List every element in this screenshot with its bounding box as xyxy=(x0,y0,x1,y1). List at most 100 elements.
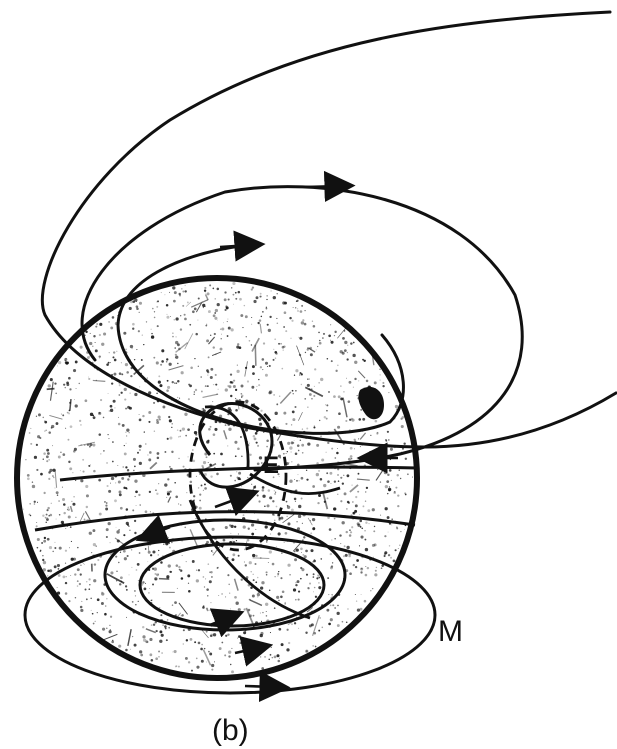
globe-speckle xyxy=(239,642,241,644)
globe-speckle xyxy=(36,525,38,527)
globe-speckle xyxy=(158,381,161,384)
globe-speckle xyxy=(273,296,276,299)
globe-speckle xyxy=(370,435,371,436)
globe-speckle xyxy=(224,309,226,311)
globe-speckle xyxy=(359,514,360,515)
globe-speckle xyxy=(194,358,195,359)
globe-speckle xyxy=(183,643,184,644)
globe-speckle xyxy=(199,494,201,496)
globe-speckle xyxy=(132,636,133,637)
globe-speckle xyxy=(308,378,310,380)
globe-speckle xyxy=(374,573,377,576)
globe-speckle xyxy=(297,308,298,309)
globe-speckle xyxy=(206,369,209,372)
globe-speckle xyxy=(397,494,399,496)
globe-speckle xyxy=(192,560,195,563)
globe-speckle xyxy=(142,415,144,417)
globe-speckle xyxy=(258,652,259,653)
globe-speckle xyxy=(67,506,69,508)
globe-speckle xyxy=(195,389,197,391)
globe-speckle xyxy=(34,503,36,505)
globe-speckle xyxy=(280,577,282,579)
globe-speckle xyxy=(138,330,140,332)
globe-speckle xyxy=(54,382,56,384)
globe-speckle xyxy=(328,334,331,337)
globe-speckle xyxy=(60,452,61,453)
globe-speckle xyxy=(48,478,50,480)
globe-speckle xyxy=(208,651,210,653)
globe-speckle xyxy=(53,477,55,479)
globe-speckle xyxy=(257,596,258,597)
globe-speckle xyxy=(125,363,128,366)
globe-speckle xyxy=(65,358,66,359)
globe-speckle xyxy=(284,302,287,305)
globe-speckle xyxy=(132,328,134,330)
globe-speckle xyxy=(48,431,51,434)
globe-speckle xyxy=(287,516,288,517)
globe-speckle xyxy=(180,315,181,316)
globe-speckle xyxy=(80,609,83,612)
globe-speckle xyxy=(389,392,390,393)
globe-speckle xyxy=(404,492,406,494)
globe-speckle xyxy=(166,497,167,498)
globe-speckle xyxy=(180,504,182,506)
globe-speckle xyxy=(278,343,280,345)
globe-speckle xyxy=(113,400,116,403)
globe-speckle xyxy=(167,619,169,621)
globe-speckle xyxy=(292,442,294,444)
globe-speckle xyxy=(356,601,357,602)
globe-speckle xyxy=(62,487,63,488)
globe-speckle xyxy=(245,564,247,566)
globe-speckle xyxy=(314,587,316,589)
globe-speckle xyxy=(249,561,252,564)
globe-speckle xyxy=(298,450,300,452)
globe-speckle xyxy=(58,574,61,577)
globe-speckle xyxy=(123,487,125,489)
globe-speckle xyxy=(156,306,158,308)
globe-speckle xyxy=(274,338,276,340)
globe-speckle xyxy=(136,349,137,350)
globe-speckle xyxy=(206,588,209,591)
globe-speckle xyxy=(130,345,133,348)
globe-speckle xyxy=(132,323,135,326)
globe-speckle xyxy=(158,656,159,657)
globe-speckle xyxy=(82,481,83,482)
globe-speckle xyxy=(227,335,229,337)
globe-speckle xyxy=(229,385,232,388)
globe-speckle xyxy=(109,625,110,626)
globe-speckle xyxy=(80,565,81,566)
globe-speckle xyxy=(166,389,169,392)
globe-speckle xyxy=(247,477,248,478)
globe-speckle xyxy=(109,630,112,633)
globe-speckle xyxy=(291,320,293,322)
globe-speckle xyxy=(346,546,349,549)
globe-speckle xyxy=(296,480,298,482)
globe-speckle xyxy=(145,548,147,550)
globe-speckle xyxy=(54,565,57,568)
globe-speckle xyxy=(120,576,123,579)
globe-speckle xyxy=(89,532,92,535)
globe-speckle xyxy=(227,319,228,320)
globe-speckle xyxy=(184,314,186,316)
globe-speckle xyxy=(352,501,353,502)
globe-speckle xyxy=(295,369,298,372)
globe-speckle xyxy=(326,418,328,420)
globe-speckle xyxy=(199,507,202,510)
globe-speckle xyxy=(155,489,157,491)
globe-speckle xyxy=(275,352,277,354)
globe-speckle xyxy=(36,416,37,417)
globe-speckle xyxy=(251,533,254,536)
globe-speckle xyxy=(286,648,289,651)
globe-speckle xyxy=(211,669,213,671)
globe-speckle xyxy=(223,322,224,323)
globe-speckle xyxy=(254,437,257,440)
globe-speckle xyxy=(337,624,340,627)
globe-speckle xyxy=(118,423,121,426)
globe-speckle xyxy=(65,563,66,564)
globe-speckle xyxy=(58,500,59,501)
globe-speckle xyxy=(204,290,206,292)
globe-speckle xyxy=(220,348,223,351)
globe-speckle xyxy=(109,410,110,411)
globe-speckle xyxy=(206,662,207,663)
globe-speckle xyxy=(118,562,119,563)
